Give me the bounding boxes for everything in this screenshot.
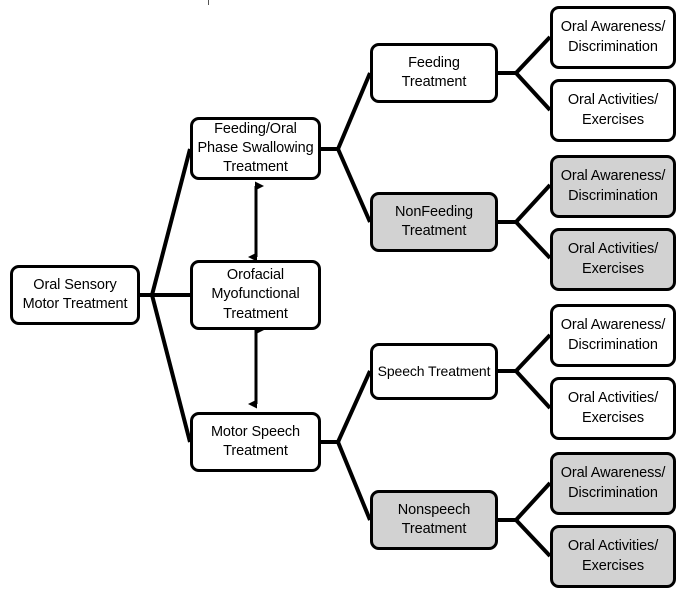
node-nonspeech-treatment[interactable]: Nonspeech Treatment <box>370 490 498 550</box>
node-label: Oral Activities/ Exercises <box>567 538 659 574</box>
node-label: Speech Treatment <box>377 363 491 380</box>
edge-motor-speech-to-speech-treatment <box>320 370 372 444</box>
node-oral-activities-exercises-4[interactable]: Oral Activities/ Exercises <box>550 525 676 588</box>
artifact-tick-mark <box>208 0 209 5</box>
edge-speech-to-leaf-5 <box>498 333 552 373</box>
edge-speech-to-leaf-6 <box>498 369 552 410</box>
node-label: NonFeeding Treatment <box>395 203 473 239</box>
node-label: Oral Activities/ Exercises <box>567 390 659 426</box>
edge-motor-speech-to-nonspeech-treatment <box>320 440 372 521</box>
node-oral-sensory-motor-treatment[interactable]: Oral Sensory Motor Treatment <box>10 265 140 325</box>
page-edge-artifact <box>76 0 246 5</box>
node-label: Oral Awareness/ Discrimination <box>560 168 666 204</box>
node-nonfeeding-treatment[interactable]: NonFeeding Treatment <box>370 192 498 252</box>
edge-feeding-oral-to-nonfeeding-treatment <box>320 147 372 223</box>
edge-nonfeeding-to-leaf-3 <box>498 183 552 224</box>
node-label: Oral Activities/ Exercises <box>567 241 659 277</box>
node-motor-speech-treatment[interactable]: Motor Speech Treatment <box>190 412 321 472</box>
edge-feeding-oral-to-feeding-treatment <box>320 72 372 151</box>
node-oral-awareness-discrimination-3[interactable]: Oral Awareness/ Discrimination <box>550 304 676 367</box>
node-label: Feeding/Oral Phase Swallowing Treatment <box>197 120 314 176</box>
node-label: Oral Sensory Motor Treatment <box>22 276 128 312</box>
node-label: Oral Awareness/ Discrimination <box>560 19 666 55</box>
node-oral-activities-exercises-3[interactable]: Oral Activities/ Exercises <box>550 377 676 440</box>
node-label: Motor Speech Treatment <box>210 423 301 459</box>
node-oral-activities-exercises-1[interactable]: Oral Activities/ Exercises <box>550 79 676 142</box>
edge-nonspeech-to-leaf-7 <box>498 481 552 522</box>
node-feeding-treatment[interactable]: Feeding Treatment <box>370 43 498 103</box>
node-speech-treatment[interactable]: Speech Treatment <box>370 343 498 400</box>
node-label: Nonspeech Treatment <box>397 501 471 537</box>
node-oral-awareness-discrimination-4[interactable]: Oral Awareness/ Discrimination <box>550 452 676 515</box>
edge-nonspeech-to-leaf-8 <box>498 518 552 558</box>
node-oral-activities-exercises-2[interactable]: Oral Activities/ Exercises <box>550 228 676 291</box>
node-orofacial-myofunctional-treatment[interactable]: Orofacial Myofunctional Treatment <box>190 260 321 330</box>
node-label: Feeding Treatment <box>401 54 467 90</box>
node-label: Oral Awareness/ Discrimination <box>560 465 666 501</box>
node-feeding-oral-phase-swallowing-treatment[interactable]: Feeding/Oral Phase Swallowing Treatment <box>190 117 321 180</box>
node-oral-awareness-discrimination-1[interactable]: Oral Awareness/ Discrimination <box>550 6 676 69</box>
node-label: Oral Activities/ Exercises <box>567 92 659 128</box>
edge-feeding-to-leaf-1 <box>498 35 552 75</box>
node-oral-awareness-discrimination-2[interactable]: Oral Awareness/ Discrimination <box>550 155 676 218</box>
node-label: Orofacial Myofunctional Treatment <box>211 267 300 322</box>
edge-nonfeeding-to-leaf-4 <box>498 220 552 260</box>
edge-root-to-motor-speech <box>140 293 192 443</box>
edge-feeding-to-leaf-2 <box>498 71 552 112</box>
node-label: Oral Awareness/ Discrimination <box>560 317 666 353</box>
edge-root-to-feeding-oral-phase <box>140 148 192 297</box>
